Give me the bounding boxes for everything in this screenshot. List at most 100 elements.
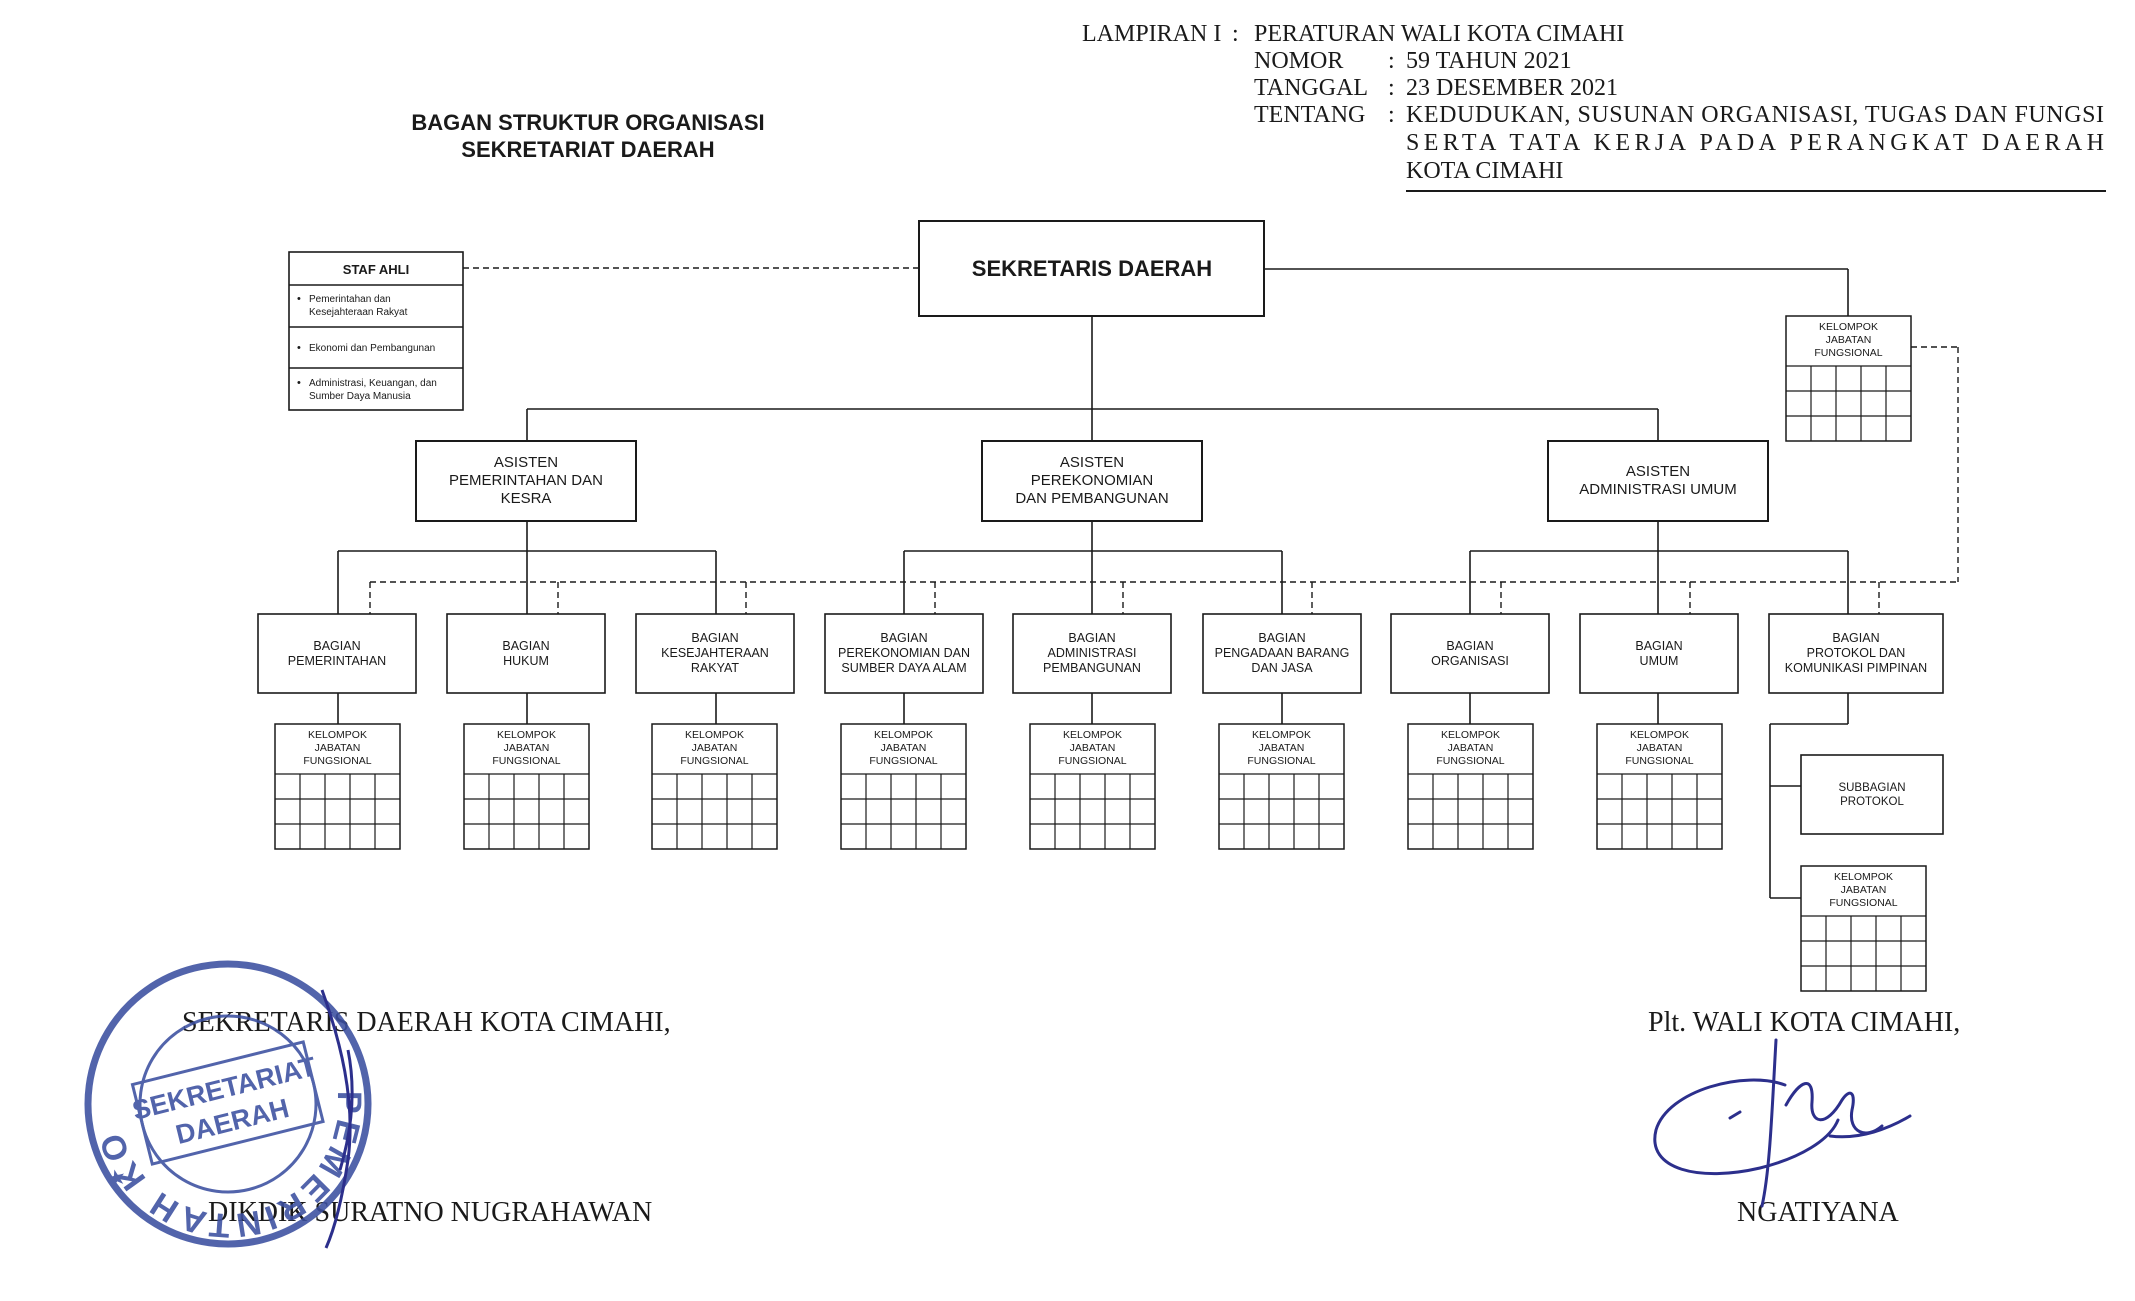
bagian-1-line-2: PEMERINTAHAN: [288, 654, 386, 668]
bagian-6-line-2: PENGADAAN BARANG: [1215, 646, 1350, 660]
bagian-6-line-1: BAGIAN: [1258, 631, 1305, 645]
tentang-line-3: KOTA CIMAHI: [1406, 158, 1563, 184]
left-signature: [320, 989, 354, 1249]
bagian-2-line-1: BAGIAN: [502, 639, 549, 653]
tentang-line-2: SERTA TATA KERJA PADA PERANGKAT DAERAH: [1406, 130, 2104, 156]
jf-label-line: FUNGSIONAL: [680, 755, 748, 767]
bagian-3-line-3: RAKYAT: [691, 661, 740, 675]
document-header: LAMPIRAN I : PERATURAN WALI KOTA CIMAHI …: [1082, 21, 2104, 184]
asisten-3-line-1: ASISTEN: [1626, 463, 1690, 480]
bagian-organisasi-box: BAGIAN ORGANISASI: [1390, 613, 1550, 694]
jf-label-line: KELOMPOK: [1441, 729, 1500, 741]
subbagian-protokol-box: SUBBAGIAN PROTOKOL: [1800, 754, 1944, 835]
jf-label-line: FUNGSIONAL: [1814, 347, 1882, 359]
jf-label-line: FUNGSIONAL: [303, 755, 371, 767]
jf-label-line: JABATAN: [504, 742, 550, 754]
jf-label-line: KELOMPOK: [1630, 729, 1689, 741]
right-signature: [1653, 1038, 1912, 1208]
jf-label-line: KELOMPOK: [1834, 871, 1893, 883]
jf-label-line: FUNGSIONAL: [492, 755, 560, 767]
staf-ahli-item-1-line-2: Kesejahteraan Rakyat: [309, 307, 408, 318]
jf-label-line: KELOMPOK: [308, 729, 367, 741]
tanggal-label: TANGGAL: [1254, 75, 1368, 101]
tanggal-value: 23 DESEMBER 2021: [1406, 75, 1618, 101]
asisten-2-line-2: PEREKONOMIAN: [1031, 472, 1154, 489]
bagian-administrasi-pembangunan-box: BAGIAN ADMINISTRASI PEMBANGUNAN: [1012, 613, 1172, 694]
jf-label-line: FUNGSIONAL: [1247, 755, 1315, 767]
jf-label-line: FUNGSIONAL: [1829, 897, 1897, 909]
asisten-administrasi-box: ASISTEN ADMINISTRASI UMUM: [1547, 440, 1769, 522]
subbagian-line-2: PROTOKOL: [1840, 796, 1904, 808]
right-signatory-name: NGATIYANA: [1737, 1197, 1900, 1228]
sekretaris-daerah-label: SEKRETARIS DAERAH: [972, 256, 1212, 281]
chart-title-line-2: SEKRETARIAT DAERAH: [461, 137, 714, 162]
bagian-pemerintahan-box: BAGIAN PEMERINTAHAN: [257, 613, 417, 694]
asisten-1-line-2: PEMERINTAHAN DAN: [449, 472, 603, 489]
tentang-line-1: KEDUDUKAN, SUSUNAN ORGANISASI, TUGAS DAN…: [1406, 102, 2104, 128]
subbagian-line-1: SUBBAGIAN: [1838, 782, 1905, 794]
jf-label-line: JABATAN: [1637, 742, 1683, 754]
bagian-8-line-1: BAGIAN: [1635, 639, 1682, 653]
bagian-9-line-3: KOMUNIKASI PIMPINAN: [1785, 661, 1927, 675]
asisten-3-line-2: ADMINISTRASI UMUM: [1579, 481, 1737, 498]
nomor-colon: :: [1388, 48, 1395, 74]
staf-ahli-title: STAF AHLI: [343, 262, 409, 277]
nomor-value: 59 TAHUN 2021: [1406, 48, 1572, 74]
bagian-umum-box: BAGIAN UMUM: [1579, 613, 1739, 694]
bagian-3-line-1: BAGIAN: [691, 631, 738, 645]
staf-ahli-item-1-line-1: Pemerintahan dan: [309, 294, 391, 305]
jf-label-line: KELOMPOK: [497, 729, 556, 741]
staf-ahli-box: STAF AHLI • Pemerintahan dan Kesejahtera…: [288, 251, 464, 411]
jf-label-line: KELOMPOK: [874, 729, 933, 741]
jf-label-line: KELOMPOK: [1063, 729, 1122, 741]
bagian-kesejahteraan-box: BAGIAN KESEJAHTERAAN RAKYAT: [635, 613, 795, 694]
bagian-7-line-2: ORGANISASI: [1431, 654, 1509, 668]
asisten-pemerintahan-box: ASISTEN PEMERINTAHAN DAN KESRA: [415, 440, 637, 522]
bagian-4-line-3: SUMBER DAYA ALAM: [841, 661, 966, 675]
bagian-6-line-3: DAN JASA: [1251, 661, 1313, 675]
lampiran-label: LAMPIRAN I: [1082, 21, 1221, 47]
jf-label-line: JABATAN: [1259, 742, 1305, 754]
bagian-pengadaan-box: BAGIAN PENGADAAN BARANG DAN JASA: [1202, 613, 1362, 694]
staf-ahli-item-3-line-1: Administrasi, Keuangan, dan: [309, 378, 437, 389]
sekretaris-daerah-box: SEKRETARIS DAERAH: [918, 220, 1265, 317]
jf-label-line: JABATAN: [1841, 884, 1887, 896]
jf-label-line: KELOMPOK: [1819, 321, 1878, 333]
staf-ahli-item-3-line-2: Sumber Daya Manusia: [309, 391, 411, 402]
kelompok-jabatan-fungsional-group: KELOMPOKJABATANFUNGSIONALKELOMPOKJABATAN…: [274, 315, 1927, 992]
jf-label-line: FUNGSIONAL: [1436, 755, 1504, 767]
staf-ahli-bullet: •: [297, 293, 301, 305]
lampiran-colon: :: [1232, 21, 1239, 47]
staf-ahli-bullet: •: [297, 342, 301, 354]
bagian-hukum-box: BAGIAN HUKUM: [446, 613, 606, 694]
jf-label-line: KELOMPOK: [1252, 729, 1311, 741]
jf-label-line: JABATAN: [1826, 334, 1872, 346]
bagian-8-line-2: UMUM: [1640, 654, 1679, 668]
bagian-perekonomian-box: BAGIAN PEREKONOMIAN DAN SUMBER DAYA ALAM: [824, 613, 984, 694]
left-signatory-name: DIKDIK SURATNO NUGRAHAWAN: [208, 1197, 652, 1228]
asisten-1-line-3: KESRA: [501, 490, 552, 507]
bagian-5-line-3: PEMBANGUNAN: [1043, 661, 1141, 675]
bagian-7-line-1: BAGIAN: [1446, 639, 1493, 653]
bagian-9-line-1: BAGIAN: [1832, 631, 1879, 645]
jf-label-line: KELOMPOK: [685, 729, 744, 741]
chart-title-line-1: BAGAN STRUKTUR ORGANISASI: [411, 110, 764, 135]
bagian-5-line-1: BAGIAN: [1068, 631, 1115, 645]
tentang-colon: :: [1388, 102, 1395, 128]
jf-label-line: JABATAN: [315, 742, 361, 754]
lampiran-value: PERATURAN WALI KOTA CIMAHI: [1254, 21, 1624, 47]
left-signatory-title: SEKRETARIS DAERAH KOTA CIMAHI,: [182, 1007, 671, 1038]
connector-lines: [337, 268, 1849, 899]
jf-label-line: JABATAN: [1070, 742, 1116, 754]
dashed-coordination-lines: [369, 267, 1959, 614]
asisten-2-line-3: DAN PEMBANGUNAN: [1015, 490, 1168, 507]
